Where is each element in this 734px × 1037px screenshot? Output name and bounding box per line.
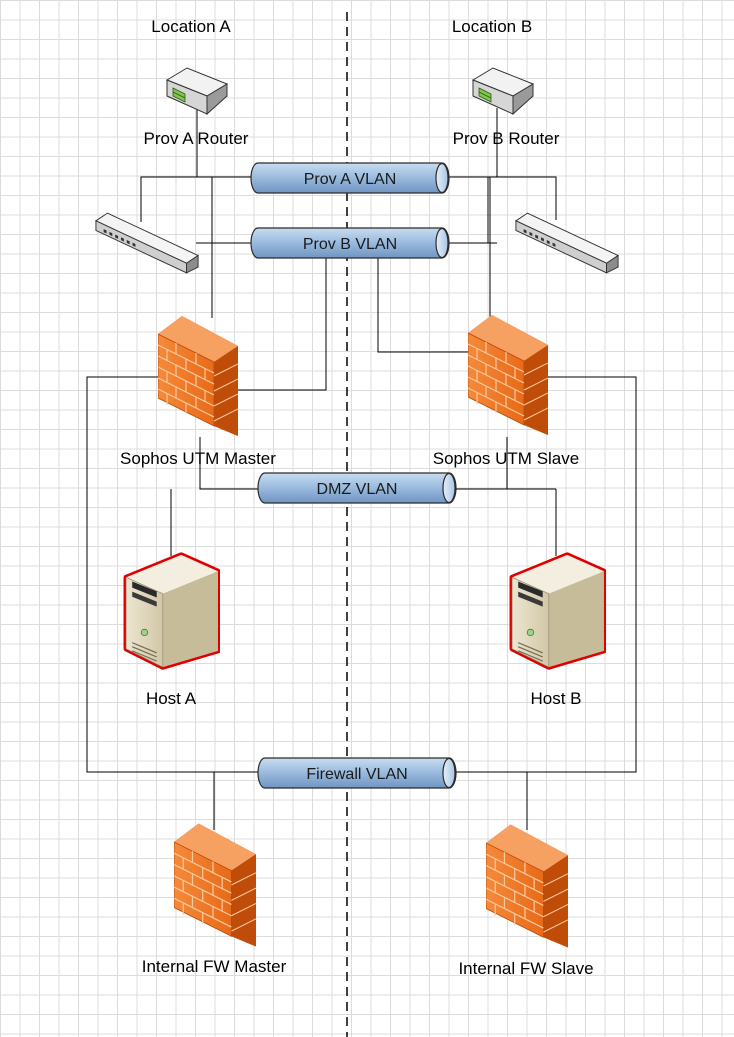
connection-lines (86, 108, 637, 830)
location-a-label: Location A (151, 17, 231, 36)
vlan-dmz: DMZ VLAN (257, 472, 457, 504)
router-icon (472, 67, 534, 115)
vlan-prov-b: Prov B VLAN (250, 227, 450, 259)
utm-master-label: Sophos UTM Master (120, 449, 276, 468)
vlan-prov-a-label: Prov A VLAN (304, 171, 397, 188)
host-b-label: Host B (530, 689, 581, 708)
router-icon (166, 67, 228, 115)
server-icon (512, 555, 604, 667)
firewall-icon (158, 315, 238, 437)
location-b-label: Location B (452, 17, 532, 36)
router-b-label: Prov B Router (453, 129, 560, 148)
vlan-prov-b-label: Prov B VLAN (303, 236, 397, 253)
vlan-prov-a: Prov A VLAN (250, 162, 450, 194)
switch-icon (515, 212, 619, 274)
fw-slave-label: Internal FW Slave (458, 959, 593, 978)
vlan-firewall-label: Firewall VLAN (306, 766, 407, 783)
utm-slave-label: Sophos UTM Slave (433, 449, 579, 468)
server-icon (126, 555, 218, 667)
vlan-firewall: Firewall VLAN (257, 757, 457, 789)
firewall-icon (174, 822, 256, 948)
switch-icon (95, 212, 199, 274)
vlan-dmz-label: DMZ VLAN (317, 481, 398, 498)
host-a-label: Host A (146, 689, 197, 708)
router-a-label: Prov A Router (144, 129, 249, 148)
fw-master-label: Internal FW Master (142, 957, 287, 976)
firewall-icon (468, 314, 548, 436)
firewall-icon (486, 823, 568, 949)
